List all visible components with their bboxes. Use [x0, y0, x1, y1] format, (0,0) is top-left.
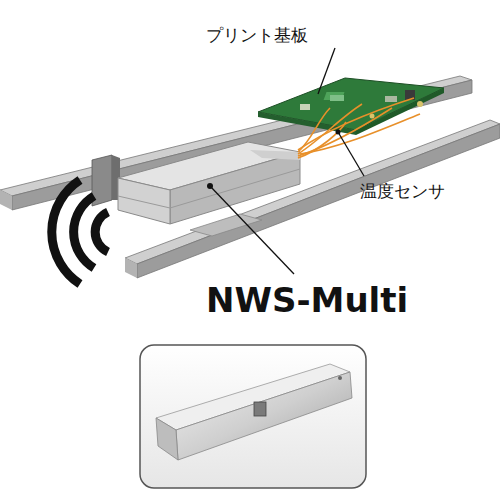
- wireless-waves: [52, 180, 108, 284]
- sensor-wires: [298, 98, 420, 158]
- part-label: 温度センサ: [360, 180, 445, 203]
- leader-dot: [336, 130, 341, 135]
- leader-line: [210, 48, 364, 274]
- tab: [190, 214, 262, 236]
- pcb: [258, 78, 444, 135]
- leader-dot: [207, 183, 213, 189]
- rail: [125, 120, 500, 278]
- product-name: NWS-Multi: [206, 280, 408, 320]
- part-label: プリント基板: [206, 24, 308, 47]
- photo-inset: [140, 345, 366, 488]
